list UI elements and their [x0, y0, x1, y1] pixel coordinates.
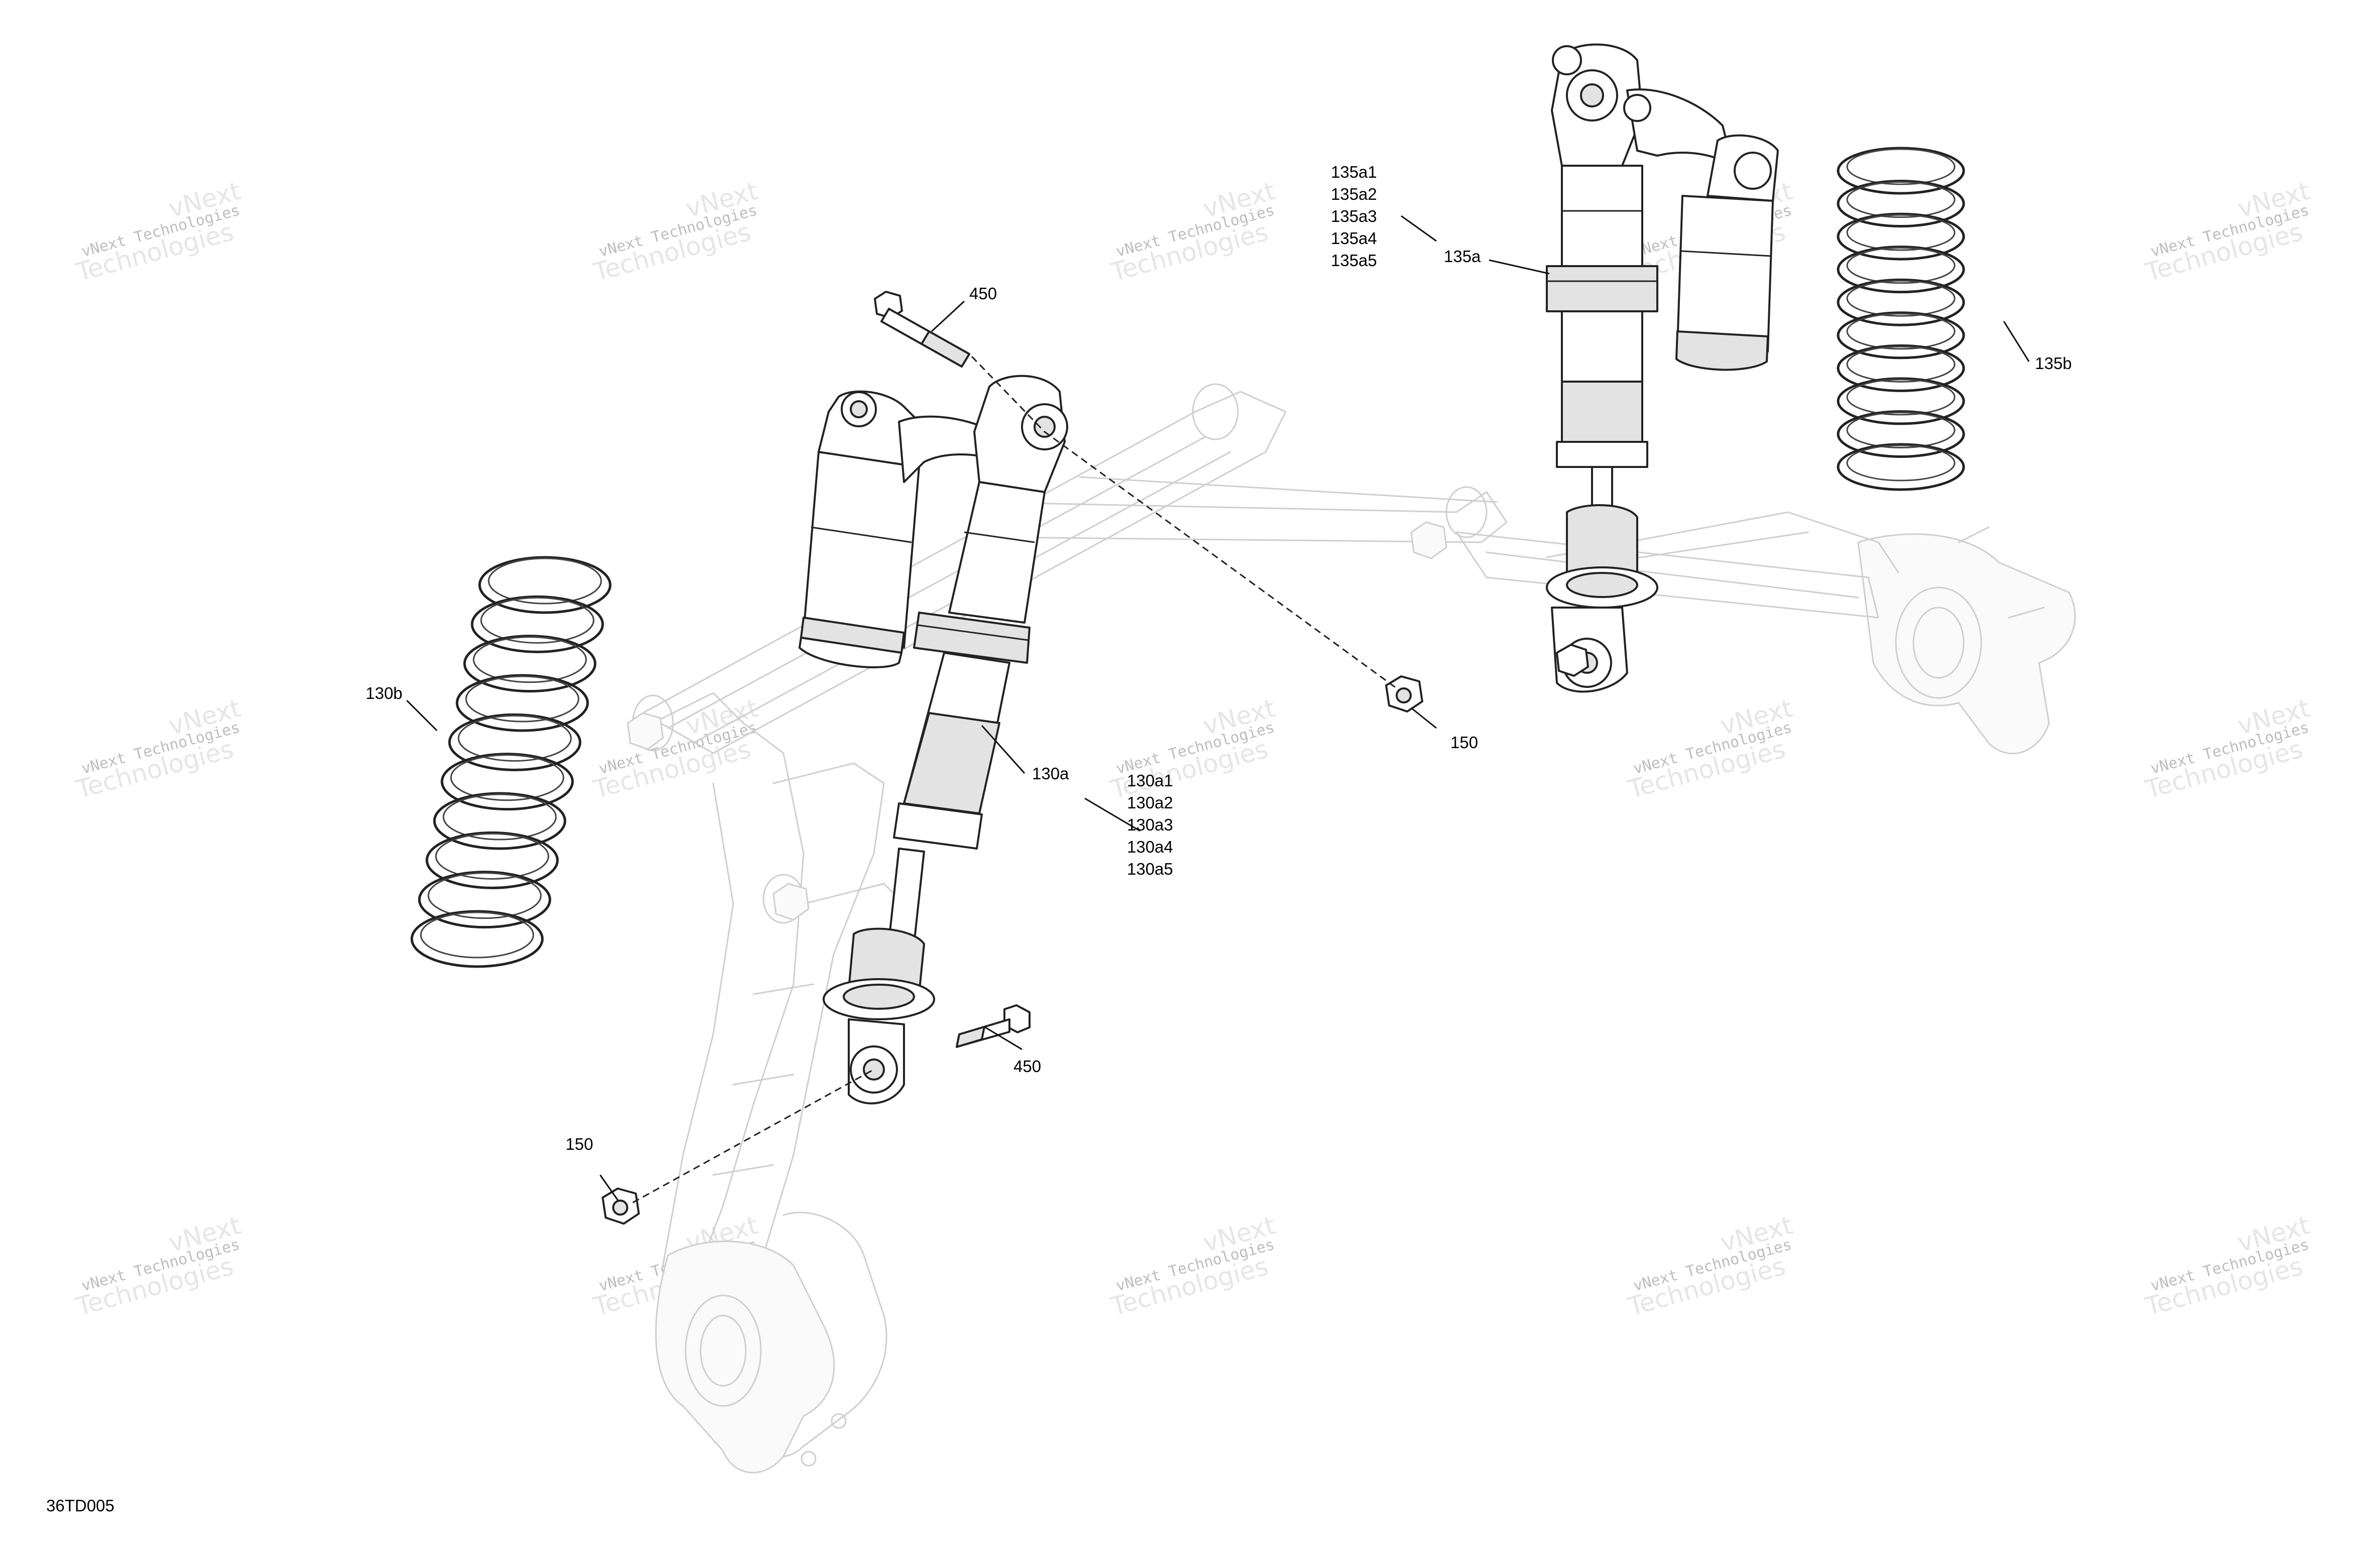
spring-coil-inner	[1846, 214, 1956, 251]
label-150-left: 150	[565, 1135, 593, 1153]
spring-coil-inner	[1846, 280, 1956, 317]
nut-150-right	[1385, 675, 1423, 713]
spring-coil	[1837, 246, 1965, 294]
label-130a: 130a	[1032, 764, 1069, 783]
label-135a: 135a	[1444, 247, 1481, 266]
spring-coil	[1837, 410, 1965, 458]
label-135b: 135b	[2035, 354, 2072, 373]
spring-coil-inner	[1846, 148, 1956, 185]
spring-coil	[456, 674, 589, 732]
assembly-axis-top	[971, 355, 1397, 689]
spring-coil	[478, 556, 612, 614]
spring-coil-inner	[1846, 313, 1956, 350]
label-135a2: 135a2	[1331, 185, 1377, 203]
spring-coil-inner	[1846, 345, 1956, 383]
spring-coil	[433, 792, 566, 850]
spring-135b	[1837, 147, 1965, 491]
spring-coil	[440, 753, 574, 811]
spring-coil	[463, 635, 597, 693]
spring-coil-inner	[458, 715, 572, 762]
spring-coil-inner	[427, 872, 542, 919]
label-135a5: 135a5	[1331, 251, 1377, 270]
label-130a4: 130a4	[1127, 838, 1173, 856]
part-labels: 450 450 150 150 130a 130b 135a 135b 130a…	[46, 163, 2072, 1515]
spring-coil-inner	[465, 675, 580, 723]
drawing-code: 36TD005	[46, 1496, 115, 1515]
spring-coil-inner	[473, 636, 587, 683]
spring-coil	[1837, 147, 1965, 195]
spring-coil	[1837, 443, 1965, 491]
spring-coil-inner	[1846, 181, 1956, 218]
label-135a3: 135a3	[1331, 207, 1377, 225]
spring-coil-inner	[442, 793, 557, 841]
label-130a1: 130a1	[1127, 771, 1173, 790]
spring-coil	[410, 910, 544, 968]
spring-coil-inner	[420, 911, 534, 959]
suspension-arm-ghost	[627, 383, 2076, 1474]
label-135a1: 135a1	[1331, 163, 1377, 181]
label-450-top: 450	[969, 284, 997, 303]
spring-coil	[1837, 212, 1965, 261]
spring-coil	[1837, 377, 1965, 425]
nut-150-left	[602, 1188, 640, 1225]
shock-absorber-135a	[1546, 43, 1779, 693]
spring-coil-inner	[488, 557, 602, 605]
spring-coil	[448, 713, 582, 771]
label-450-bottom: 450	[1013, 1057, 1041, 1076]
bolt-450-bottom	[956, 1004, 1031, 1048]
spring-coil-inner	[435, 833, 549, 880]
label-130a2: 130a2	[1127, 793, 1173, 812]
shock-absorber-130a	[799, 375, 1068, 1105]
spring-coil-inner	[1846, 379, 1956, 416]
spring-coil	[1837, 180, 1965, 228]
assembly-axis-bottom	[632, 1069, 874, 1204]
spring-coil	[425, 831, 559, 889]
label-135a4: 135a4	[1331, 229, 1377, 248]
label-130b: 130b	[366, 684, 402, 702]
label-150-right: 150	[1450, 733, 1478, 752]
label-130a5: 130a5	[1127, 860, 1173, 878]
spring-coil	[1837, 278, 1965, 326]
spring-coil	[1837, 311, 1965, 360]
spring-coil-inner	[450, 754, 564, 801]
spring-coil	[471, 595, 604, 653]
spring-coil-inner	[480, 597, 595, 644]
spring-130b	[410, 556, 612, 968]
leader-lines	[406, 215, 2030, 1201]
spring-coil	[418, 871, 551, 929]
bolt-450-top	[874, 291, 970, 368]
spring-coil-inner	[1846, 411, 1956, 448]
spring-coil-inner	[1846, 444, 1956, 482]
spring-coil	[1837, 344, 1965, 392]
spring-coil-inner	[1846, 247, 1956, 284]
label-130a3: 130a3	[1127, 815, 1173, 834]
